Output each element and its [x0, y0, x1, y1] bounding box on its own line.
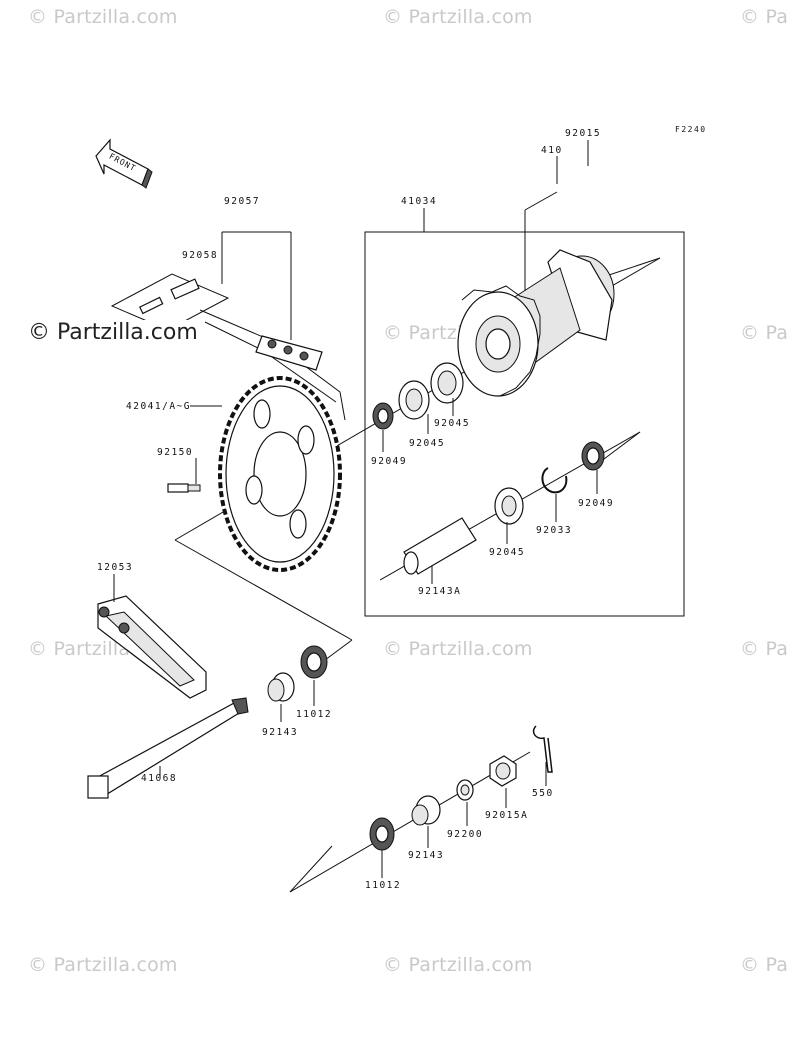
watermark: © Pa [740, 6, 789, 28]
wheel-bearing [494, 487, 524, 525]
rear-axle [87, 697, 249, 799]
drive-chain [199, 309, 346, 421]
oil-seal [372, 402, 394, 430]
featured-watermark: © Partzilla.com [26, 320, 200, 345]
front-arrow-icon [95, 138, 153, 189]
wheel-bearing [430, 362, 464, 404]
part-label[interactable]: 92033 [536, 525, 573, 536]
part-label[interactable]: 92143 [408, 850, 445, 861]
part-label[interactable]: 92058 [182, 250, 219, 261]
oil-seal [300, 645, 328, 679]
watermark: © Pa [740, 322, 789, 344]
figure-code: F2240 [675, 125, 707, 134]
part-label[interactable]: 42041/A~G [126, 401, 191, 412]
part-label[interactable]: 92045 [409, 438, 446, 449]
wheel-bearing [398, 380, 430, 420]
oil-seal [369, 817, 395, 851]
circlip [541, 467, 568, 494]
axle-nut [489, 755, 517, 787]
wheel-collar [267, 672, 295, 702]
part-label[interactable]: 92045 [489, 547, 526, 558]
oil-seal [581, 441, 605, 471]
wheel-collar [411, 795, 441, 826]
rear-hub [457, 249, 615, 397]
watermark: © Partzilla.com [28, 954, 178, 976]
washer [456, 779, 474, 801]
watermark: © Partzilla.com [383, 6, 533, 28]
part-label[interactable]: 92143A [418, 586, 462, 597]
part-label[interactable]: 550 [532, 788, 554, 799]
part-label[interactable]: 92143 [262, 727, 299, 738]
part-label[interactable]: 11012 [365, 880, 402, 891]
part-label[interactable]: 41068 [141, 773, 178, 784]
watermark: © Partzilla.com [383, 638, 533, 660]
part-label[interactable]: 41034 [401, 196, 438, 207]
part-label[interactable]: 92057 [224, 196, 261, 207]
part-label[interactable]: 92015A [485, 810, 529, 821]
watermark: © Pa [740, 954, 789, 976]
part-label[interactable]: 92049 [578, 498, 615, 509]
sprocket-bolt [167, 483, 201, 493]
part-label[interactable]: 410 [541, 145, 563, 156]
part-label[interactable]: 92045 [434, 418, 471, 429]
part-label[interactable]: 92150 [157, 447, 194, 458]
part-label[interactable]: 92200 [447, 829, 484, 840]
part-label[interactable]: 11012 [296, 709, 333, 720]
watermark: © Pa [740, 638, 789, 660]
part-label[interactable]: 92049 [371, 456, 408, 467]
chain-guide [97, 595, 207, 699]
spacer-collar [403, 517, 477, 575]
watermark: © Partzilla.com [28, 6, 178, 28]
cotter-pin [532, 725, 553, 773]
rear-sprocket [218, 376, 342, 572]
watermark: © Partzilla.com [383, 954, 533, 976]
part-label[interactable]: 92015 [565, 128, 602, 139]
part-label[interactable]: 12053 [97, 562, 134, 573]
